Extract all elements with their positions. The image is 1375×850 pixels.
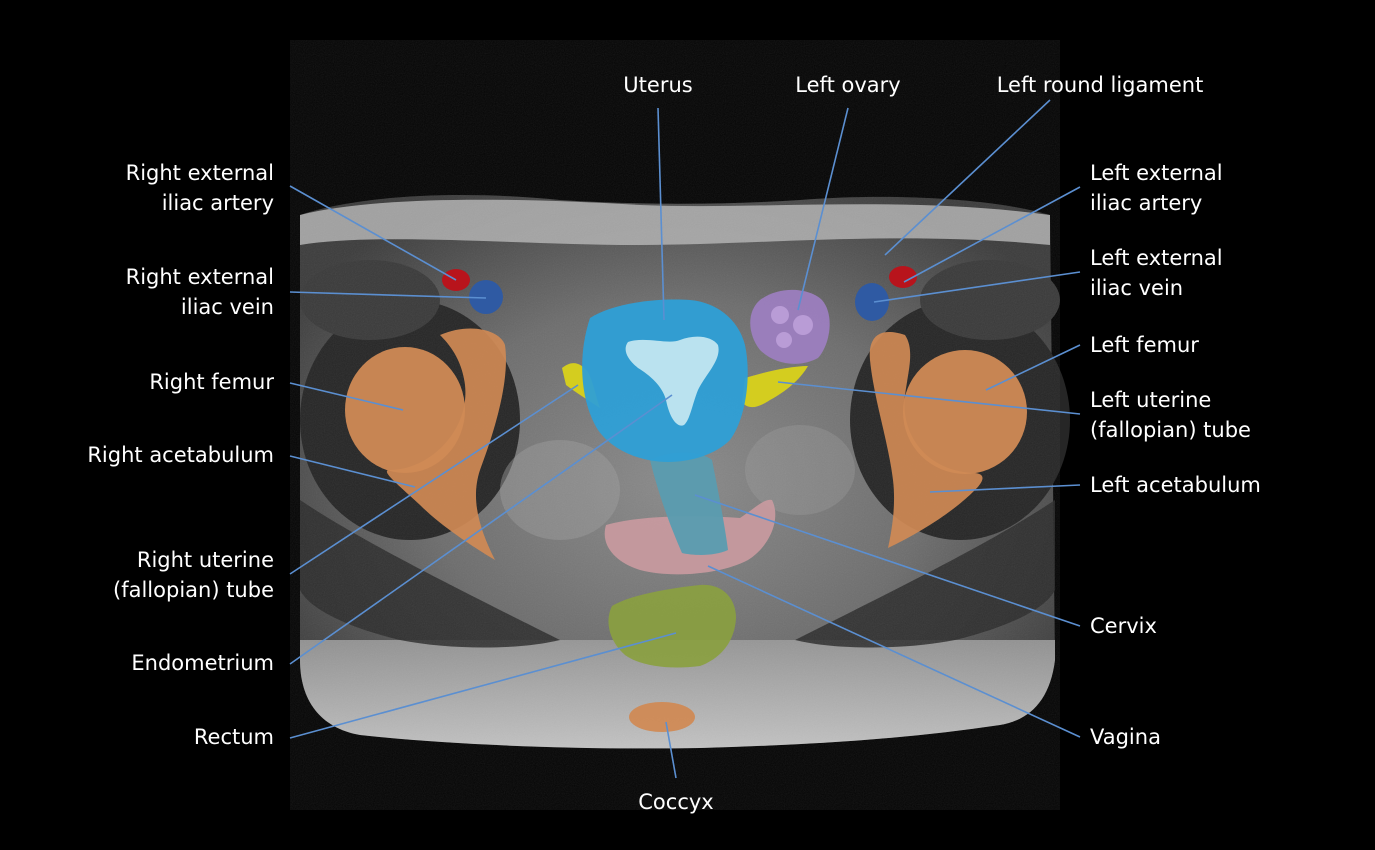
left-external-iliac-vein-leader bbox=[873, 271, 1081, 303]
label-left-round-ligament: Left round ligament bbox=[997, 70, 1204, 100]
left-round-ligament-leader bbox=[884, 99, 1051, 256]
overlays bbox=[345, 266, 1027, 732]
label-line: Left acetabulum bbox=[1090, 473, 1261, 497]
left-acetabulum-shape bbox=[869, 331, 983, 548]
left-femur-leader bbox=[985, 344, 1081, 391]
cervix-shape bbox=[650, 452, 728, 555]
right-uterine-tube-leader bbox=[289, 384, 579, 575]
label-line: Right external bbox=[125, 161, 274, 185]
label-right-acetabulum: Right acetabulum bbox=[87, 440, 274, 470]
label-line: (fallopian) tube bbox=[113, 578, 274, 602]
label-right-femur: Right femur bbox=[149, 367, 274, 397]
left-external-iliac-vein-shape bbox=[855, 283, 889, 321]
label-line: Coccyx bbox=[638, 790, 714, 814]
left-uterine-tube-leader bbox=[777, 381, 1081, 415]
label-coccyx: Coccyx bbox=[638, 787, 713, 817]
label-line: Endometrium bbox=[131, 651, 274, 675]
label-line: Right acetabulum bbox=[87, 443, 274, 467]
right-external-iliac-vein-shape bbox=[469, 280, 503, 314]
right-femur-leader bbox=[289, 382, 404, 411]
label-vagina: Vagina bbox=[1090, 722, 1161, 752]
label-line: Left external bbox=[1090, 161, 1223, 185]
label-uterus-text: Uterus bbox=[623, 73, 693, 97]
vagina-leader bbox=[707, 565, 1081, 738]
label-line: Left external bbox=[1090, 246, 1223, 270]
label-left-round-ligament-text: Left round ligament bbox=[996, 73, 1204, 97]
left-external-iliac-artery-leader bbox=[903, 186, 1081, 283]
label-left-external-iliac-vein: Left external iliac vein bbox=[1090, 243, 1223, 303]
ovary-follicle bbox=[771, 306, 789, 324]
left-uterine-tube-shape bbox=[742, 366, 808, 408]
label-endometrium: Endometrium bbox=[131, 648, 274, 678]
label-line: Rectum bbox=[193, 725, 274, 749]
rectum-leader bbox=[289, 632, 677, 739]
label-rectum: Rectum bbox=[194, 722, 274, 752]
label-line: iliac artery bbox=[1090, 191, 1203, 215]
label-left-femur: Left femur bbox=[1090, 330, 1199, 360]
label-left-acetabulum: Left acetabulum bbox=[1090, 470, 1261, 500]
right-acetabulum-leader bbox=[289, 455, 416, 488]
left-acetabulum-leader bbox=[929, 484, 1081, 493]
endometrium-leader bbox=[289, 394, 673, 665]
label-right-uterine-tube: Right uterine (fallopian) tube bbox=[113, 545, 274, 605]
label-left-ovary: Left ovary bbox=[795, 70, 900, 100]
label-line: Left femur bbox=[1090, 333, 1199, 357]
endometrium-shape bbox=[625, 336, 719, 426]
label-right-external-iliac-vein: Right external iliac vein bbox=[126, 262, 274, 322]
label-line: Cervix bbox=[1090, 614, 1157, 638]
label-uterus: Uterus bbox=[623, 70, 692, 100]
label-right-external-iliac-artery: Right external iliac artery bbox=[126, 158, 274, 218]
uterus-leader bbox=[657, 107, 665, 321]
label-line: Right uterine bbox=[136, 548, 274, 572]
label-cervix: Cervix bbox=[1090, 611, 1157, 641]
label-left-ovary-text: Left ovary bbox=[795, 73, 901, 97]
label-left-uterine-tube: Left uterine (fallopian) tube bbox=[1090, 385, 1251, 445]
ovary-follicle bbox=[776, 332, 792, 348]
cervix-leader bbox=[694, 494, 1081, 627]
leader-lines bbox=[289, 99, 1081, 779]
left-ovary-leader bbox=[797, 107, 849, 311]
rectum-shape bbox=[608, 584, 736, 668]
ovary-follicle bbox=[793, 315, 813, 335]
label-line: Right femur bbox=[149, 370, 274, 394]
right-femur-head bbox=[345, 347, 465, 473]
label-line: iliac vein bbox=[1090, 276, 1184, 300]
coccyx-shape bbox=[629, 702, 695, 732]
label-left-external-iliac-artery: Left external iliac artery bbox=[1090, 158, 1223, 218]
label-line: Right external bbox=[125, 265, 274, 289]
label-line: iliac artery bbox=[161, 191, 274, 215]
left-femur-head bbox=[903, 350, 1027, 474]
label-line: (fallopian) tube bbox=[1090, 418, 1251, 442]
left-external-iliac-artery-shape bbox=[889, 266, 917, 288]
label-line: iliac vein bbox=[180, 295, 274, 319]
left-ovary-shape bbox=[750, 289, 830, 364]
right-external-iliac-vein-leader bbox=[289, 291, 487, 299]
right-external-iliac-artery-leader bbox=[289, 185, 457, 281]
label-line: Vagina bbox=[1090, 725, 1161, 749]
coccyx-leader bbox=[665, 721, 677, 779]
label-line: Left uterine bbox=[1090, 388, 1212, 412]
